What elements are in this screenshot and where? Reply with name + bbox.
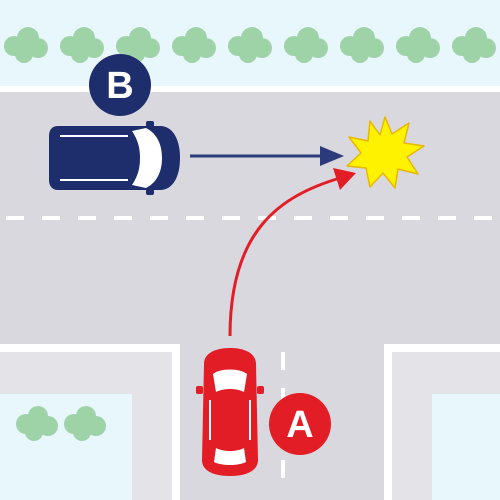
bush-icon: [16, 406, 58, 441]
center-line: [6, 216, 492, 220]
bush-icon: [228, 27, 272, 63]
bush-icon: [452, 27, 496, 63]
vehicle-a-badge: A: [269, 393, 331, 455]
bottom-right-block: [384, 344, 500, 500]
bush-icon: [396, 27, 440, 63]
vehicle-a: [196, 348, 264, 476]
bush-icon: [60, 27, 104, 63]
bush-icon: [4, 27, 48, 63]
vehicle-a-path: [228, 168, 356, 337]
vehicle-b-path: [190, 146, 344, 166]
top-bushes: [4, 27, 496, 63]
collision-burst-icon: [346, 116, 425, 189]
vehicle-b: [49, 121, 180, 195]
bush-icon: [64, 406, 106, 441]
vehicle-a-label: A: [286, 404, 313, 446]
vehicle-b-badge: B: [89, 54, 151, 116]
bush-icon: [340, 27, 384, 63]
bush-icon: [116, 27, 160, 63]
top-curb: [0, 86, 500, 92]
bush-icon: [284, 27, 328, 63]
bush-icon: [172, 27, 216, 63]
bottom-left-block: [0, 344, 180, 500]
bottom-bushes: [16, 406, 106, 441]
vehicle-b-label: B: [106, 65, 133, 107]
